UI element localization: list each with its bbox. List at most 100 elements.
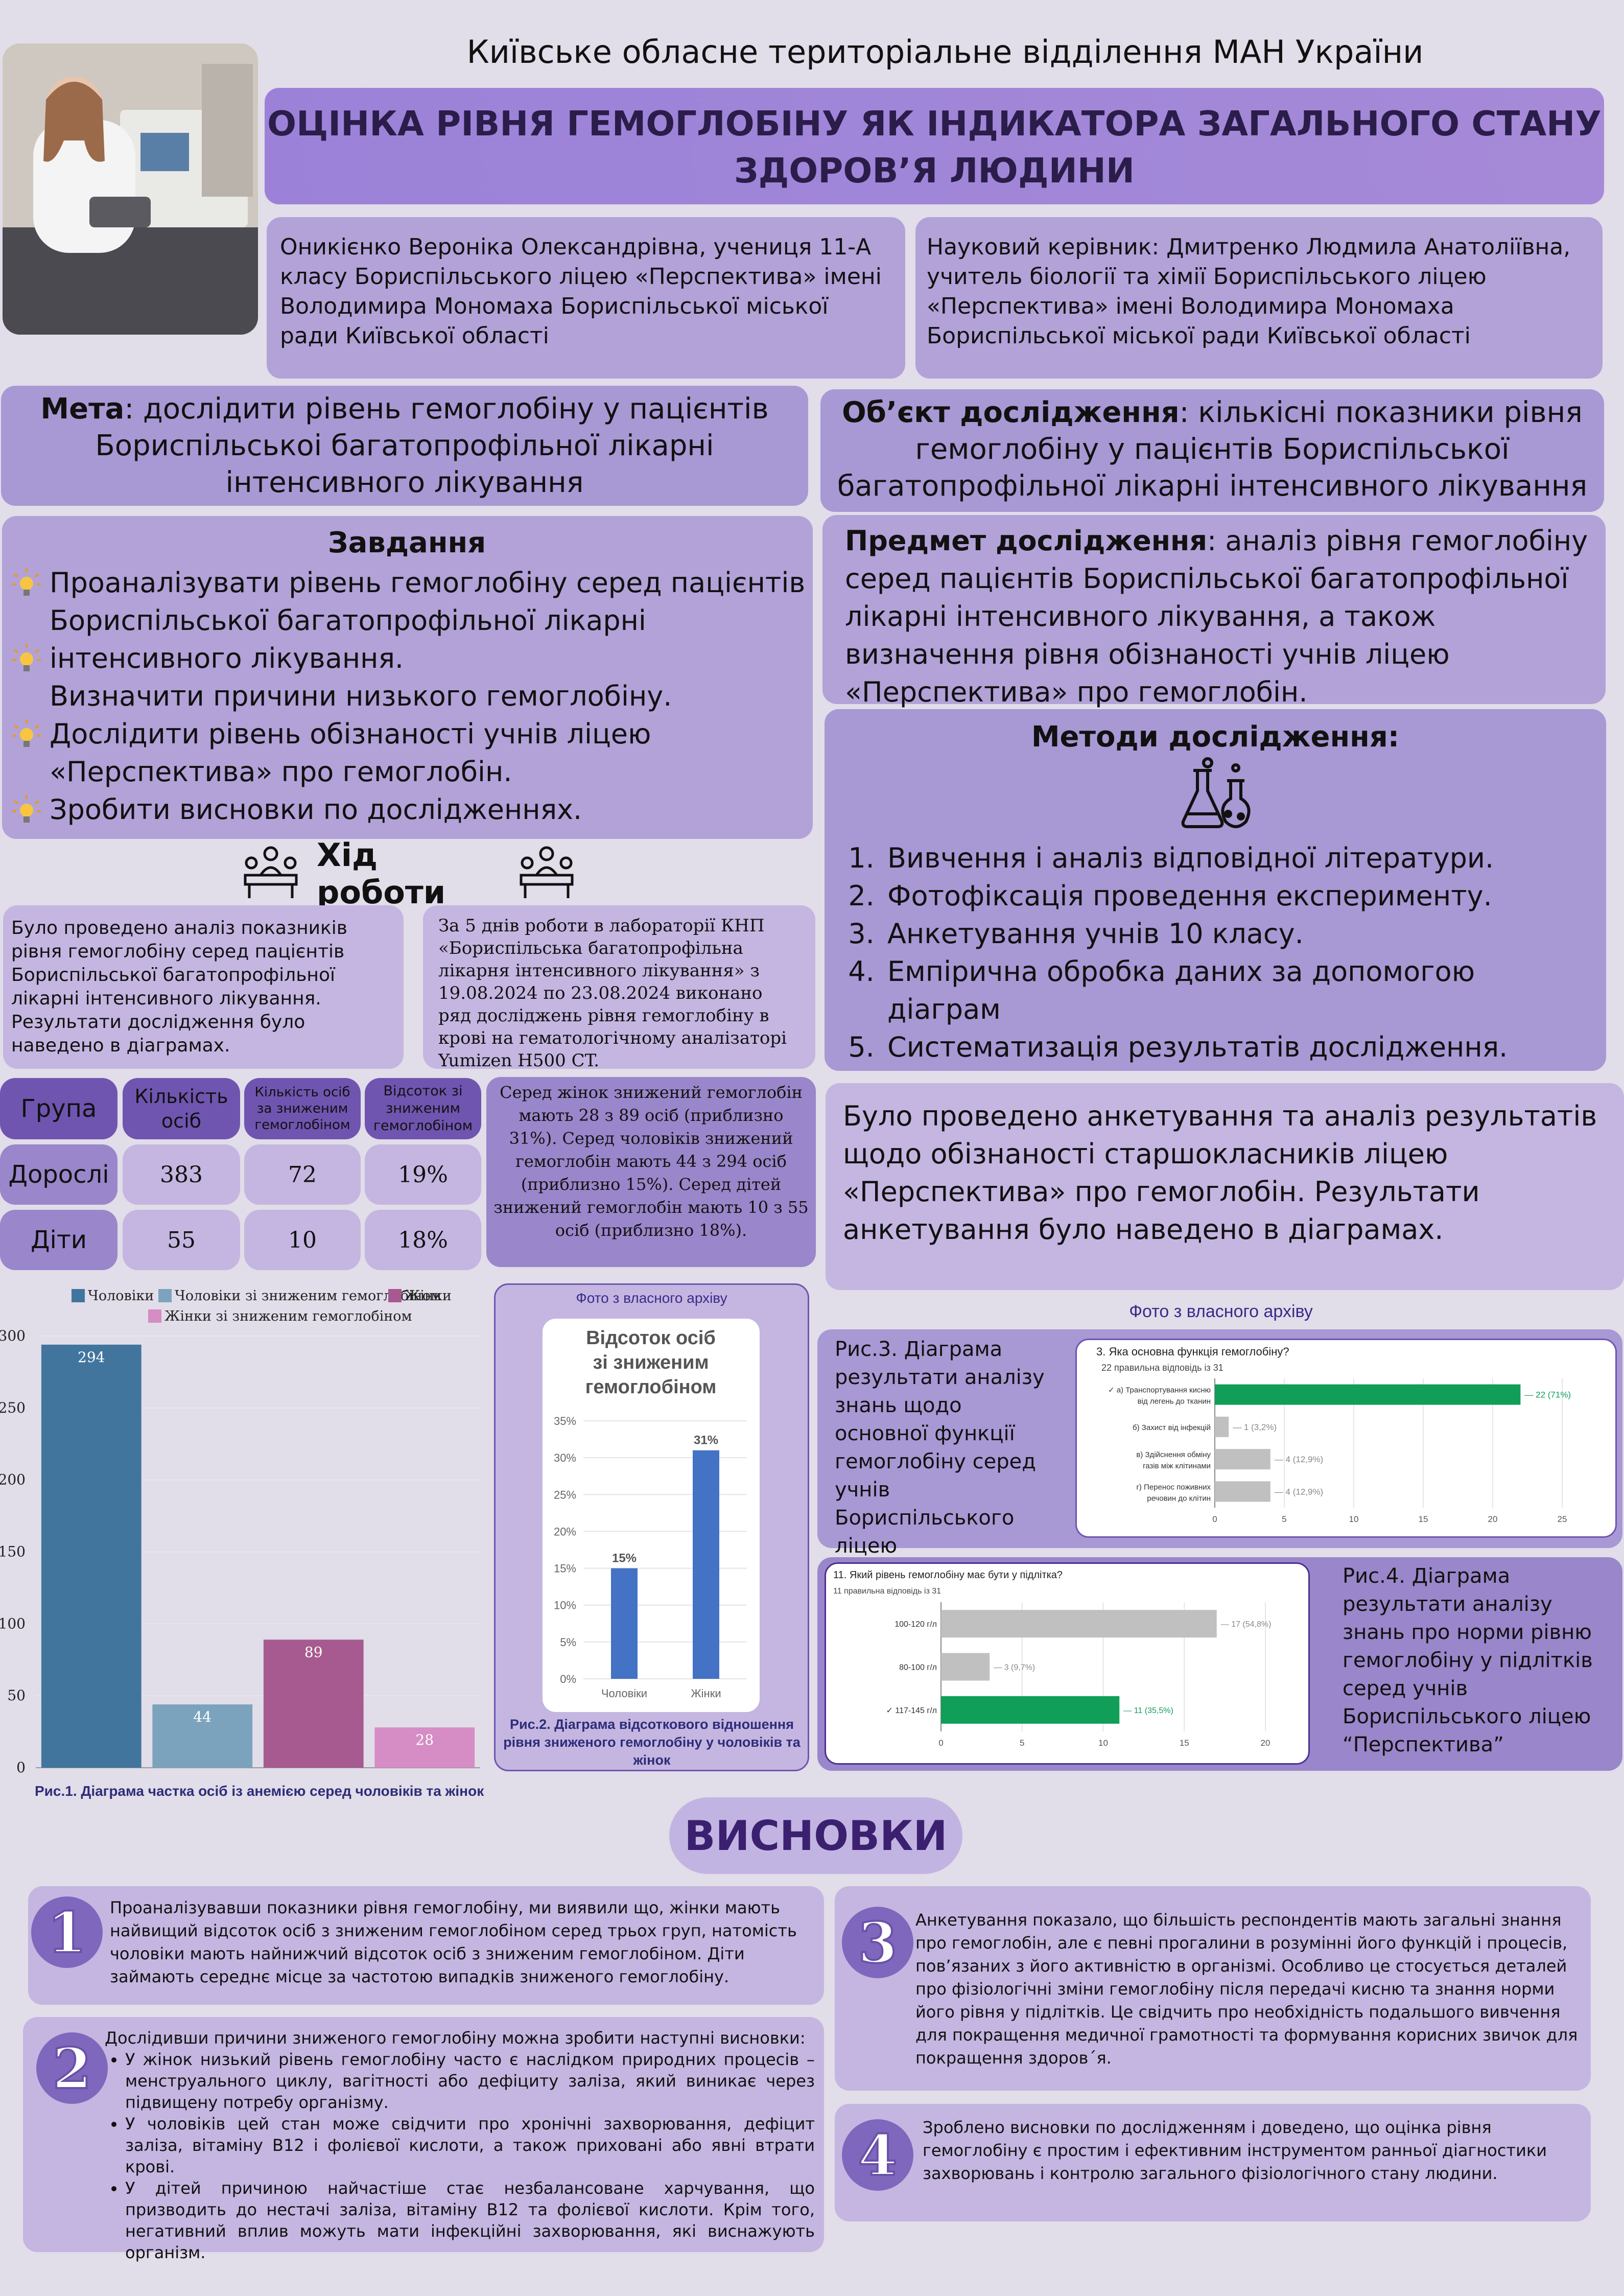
supervisor-text: Науковий керівник: Дмитренко Людмила Ана… — [927, 234, 1571, 349]
bar-data-label: 31% — [694, 1434, 718, 1447]
bar-data-label: — 11 (35,5%) — [1123, 1706, 1173, 1715]
bar — [374, 1727, 475, 1768]
bar-data-label: — 3 (9,7%) — [994, 1664, 1035, 1672]
chart-3-card: 3. Яка основна функція гемоглобіну?22 пр… — [1075, 1339, 1617, 1538]
y-tick-label: 20% — [554, 1525, 576, 1538]
x-tick-label: 20 — [1488, 1514, 1498, 1524]
workflow-text-1: Було проведено аналіз показників рівня г… — [11, 918, 347, 1056]
figure-3-box: Рис.3. Діаграма результати аналізу знань… — [817, 1329, 1622, 1586]
object-label: Об’єкт дослідження — [842, 396, 1180, 429]
workflow-text-2-box: За 5 днів роботи в лабораторії КНП «Бори… — [423, 905, 815, 1071]
table-cell: 72 — [244, 1144, 361, 1205]
table-cell: 55 — [123, 1210, 240, 1270]
conclusion-2-item: У жінок низький рівень гемоглобіну часто… — [125, 2049, 815, 2113]
summary-box: Серед жінок знижений гемоглобін мають 28… — [486, 1077, 816, 1267]
chart-title-line: зі зниженим — [593, 1352, 709, 1373]
chart-4: 11. Який рівень гемоглобіну має бути у п… — [833, 1569, 1271, 1748]
bar — [941, 1653, 990, 1681]
y-tick-label: 5% — [560, 1636, 576, 1649]
y-tick-label: 200 — [0, 1471, 26, 1488]
title-banner: ОЦІНКА РІВНЯ ГЕМОГЛОБІНУ ЯК ІНДИКАТОРА З… — [265, 88, 1604, 204]
y-tick-label: 15% — [554, 1562, 576, 1575]
conclusion-2-item: У дітей причиною найчастіше стає незбала… — [125, 2177, 815, 2263]
workflow-text-1-box: Було проведено аналіз показників рівня г… — [3, 905, 404, 1069]
category-label: г) Перенос поживних — [1136, 1483, 1211, 1491]
table-header-cell: Відсоток зі зниженим гемоглобіном — [365, 1078, 481, 1139]
lightbulb-icon — [11, 643, 42, 683]
y-tick-label: 35% — [554, 1415, 576, 1427]
number-badge-4: 4 — [842, 2119, 913, 2191]
organization-name: Київське обласне територіальне відділенн… — [466, 33, 1424, 71]
methods-title: Методи дослідження: — [1031, 720, 1400, 754]
table-cell: 383 — [123, 1144, 240, 1205]
survey-text: Було проведено анкетування та аналіз рез… — [843, 1100, 1597, 1246]
supervisor-box: Науковий керівник: Дмитренко Людмила Ана… — [915, 217, 1603, 379]
fig1-caption: Рис.1. Діаграма частка осіб із анемією с… — [35, 1783, 484, 1799]
bar — [1215, 1384, 1521, 1405]
category-label: в) Здійснення обміну — [1136, 1450, 1211, 1459]
table-cell: 10 — [244, 1210, 361, 1270]
photo-caption: Фото з власного архіву — [576, 1290, 727, 1306]
category-label: газів між клітинами — [1143, 1462, 1211, 1470]
conclusion-1-box: 1 Проаналізувавши показники рівня гемогл… — [28, 1886, 824, 2005]
fig3-caption: Рис.3. Діаграма результати аналізу знань… — [835, 1338, 1045, 1586]
subject-box: Предмет дослідження: аналіз рівня гемогл… — [822, 515, 1606, 708]
bar-data-label: 89 — [304, 1644, 323, 1660]
x-tick-label: 25 — [1558, 1514, 1567, 1524]
conclusions-title-pill: ВИСНОВКИ — [669, 1797, 962, 1874]
legend-swatch — [72, 1289, 85, 1302]
author-box: Оникієнко Вероніка Олександрівна, учениц… — [267, 217, 905, 379]
goal-box: Мета: дослідити рівень гемоглобіну у пац… — [1, 386, 808, 506]
photo-illustration — [3, 43, 258, 335]
figure-4-box: 11. Який рівень гемоглобіну має бути у п… — [817, 1557, 1622, 1771]
number-badge-1: 1 — [31, 1896, 103, 1968]
number-badge-2: 2 — [36, 2032, 108, 2104]
conclusion-2-intro: Дослідивши причини зниженого гемоглобіну… — [105, 2028, 806, 2048]
bar — [152, 1704, 253, 1768]
survey-text-box: Було проведено анкетування та аналіз рез… — [826, 1083, 1624, 1290]
methods-box: Методи дослідження: Вивчення і аналіз ві… — [825, 709, 1606, 1071]
task-item: Визначити причини низького гемоглобіну. — [6, 644, 808, 715]
table-cell: 18% — [365, 1210, 481, 1270]
y-tick-label: 0% — [560, 1673, 576, 1685]
object-text: : кількісні показники рівня гемоглобіну … — [837, 396, 1588, 503]
y-tick-label: 300 — [0, 1327, 26, 1344]
task-item: Проаналізувати рівень гемоглобіну серед … — [6, 564, 808, 677]
chart-subtitle: 22 правильна відповідь із 31 — [1101, 1363, 1223, 1373]
conclusion-3-box: 3 Анкетування показало, що більшість рес… — [835, 1886, 1591, 2091]
conclusion-2-content: Дослідивши причини зниженого гемоглобіну… — [105, 2027, 815, 2263]
method-item: Вивчення і аналіз відповідної літератури… — [883, 839, 1596, 877]
method-item: Анкетування учнів 10 класу. — [883, 915, 1596, 953]
lightbulb-icon — [11, 794, 42, 834]
lightbulb-icon — [11, 567, 42, 607]
legend-label: Жінки — [405, 1288, 452, 1304]
y-tick-label: 50 — [7, 1687, 26, 1704]
summary-text: Серед жінок знижений гемоглобін мають 28… — [493, 1083, 809, 1240]
poster-title-line-2: ЗДОРОВ’Я ЛЮДИНИ — [734, 151, 1135, 191]
x-tick-label: 5 — [1020, 1738, 1024, 1748]
bar — [941, 1696, 1120, 1724]
number-badge-3: 3 — [842, 1907, 913, 1978]
chart-3: 3. Яка основна функція гемоглобіну?22 пр… — [1096, 1345, 1571, 1524]
author-photo — [3, 43, 258, 335]
legend-swatch — [158, 1289, 172, 1302]
bar-data-label: — 22 (71%) — [1524, 1390, 1571, 1400]
x-tick-label: 5 — [1282, 1514, 1286, 1524]
bar-data-label: 44 — [193, 1708, 211, 1725]
workflow-title: Хід роботи — [317, 836, 446, 911]
bar-data-label: — 4 (12,9%) — [1275, 1487, 1323, 1496]
legend-label: Чоловіки — [88, 1288, 154, 1304]
method-item: Фотофіксація проведення експерименту. — [883, 877, 1596, 915]
bar — [611, 1568, 638, 1679]
conclusions-title: ВИСНОВКИ — [684, 1812, 948, 1860]
table-row-label: Діти — [0, 1210, 117, 1270]
subject-text: : аналіз рівня гемоглобіну серед пацієнт… — [845, 525, 1588, 708]
bar — [263, 1639, 364, 1768]
x-tick-label: 0 — [1212, 1514, 1217, 1524]
chart-title: 11. Який рівень гемоглобіну має бути у п… — [833, 1569, 1063, 1581]
x-tick-label: 10 — [1349, 1514, 1359, 1524]
task-item: Зробити висновки по дослідженнях. — [6, 791, 808, 829]
category-label: ✓ а) Транспортування кисню — [1108, 1386, 1211, 1395]
